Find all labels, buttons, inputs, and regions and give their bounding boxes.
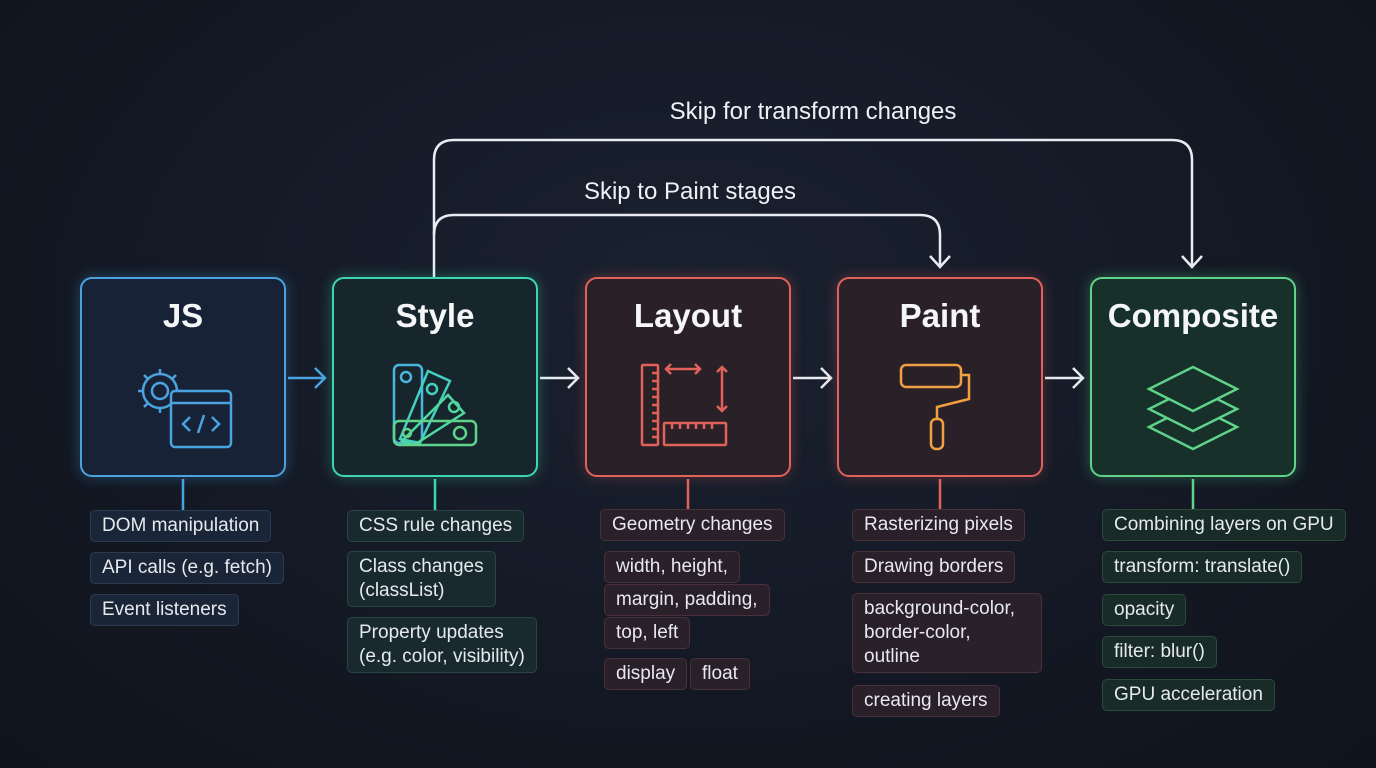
arrow-style-layout	[540, 367, 580, 389]
stage-layout[interactable]: Layout	[585, 277, 791, 477]
stage-paint[interactable]: Paint	[837, 277, 1043, 477]
tag-width-height: width, height,	[604, 551, 740, 583]
tag-float: float	[690, 658, 750, 690]
stage-title: Layout	[633, 297, 743, 334]
gear-code-window-icon	[138, 369, 233, 449]
stage-composite[interactable]: Composite	[1090, 277, 1296, 477]
tag-top-left: top, left	[604, 617, 691, 649]
stage-title: Style	[395, 297, 475, 334]
tag-color-properties: background-color, border-color, outline	[852, 593, 1042, 673]
tag-property-updates: Property updates (e.g. color, visibility…	[347, 617, 537, 673]
tag-rasterizing-pixels: Rasterizing pixels	[852, 509, 1025, 541]
tag-dom-manipulation: DOM manipulation	[90, 510, 272, 542]
arrow-paint-composite	[1045, 367, 1085, 389]
skip-paint-arrowhead	[929, 255, 951, 269]
tag-creating-layers: creating layers	[852, 685, 1000, 717]
tag-event-listeners: Event listeners	[90, 594, 239, 626]
skip-transform-arrowhead	[1181, 255, 1203, 269]
tag-filter-blur: filter: blur()	[1102, 636, 1217, 668]
tag-combining-layers: Combining layers on GPU	[1102, 509, 1346, 541]
paint-roller-icon	[899, 363, 971, 451]
tag-display: display	[604, 658, 688, 690]
tag-class-changes: Class changes (classList)	[347, 551, 496, 607]
stage-js[interactable]: JS	[80, 277, 286, 477]
stage-title: Paint	[899, 297, 981, 334]
stage-title: JS	[162, 297, 204, 334]
tag-drawing-borders: Drawing borders	[852, 551, 1016, 583]
stage-style[interactable]: Style	[332, 277, 538, 477]
tag-gpu-acceleration: GPU acceleration	[1102, 679, 1275, 711]
layers-icon	[1146, 365, 1240, 451]
arrow-js-style	[288, 367, 327, 389]
arrow-layout-paint	[793, 367, 833, 389]
skip-transform-line	[432, 138, 1194, 277]
tag-geometry-changes: Geometry changes	[600, 509, 785, 541]
skip-paint-line	[432, 213, 942, 266]
stage-title: Composite	[1107, 297, 1279, 334]
skip-transform-label: Skip for transform changes	[669, 98, 957, 125]
tag-css-rule-changes: CSS rule changes	[347, 510, 525, 542]
tag-api-calls: API calls (e.g. fetch)	[90, 552, 285, 584]
skip-paint-label: Skip to Paint stages	[583, 178, 797, 205]
tag-margin-padding: margin, padding,	[604, 584, 770, 616]
ruler-measure-icon	[640, 363, 728, 447]
tag-opacity: opacity	[1102, 594, 1187, 626]
color-swatch-icon	[392, 363, 478, 447]
tag-transform-translate: transform: translate()	[1102, 551, 1303, 583]
